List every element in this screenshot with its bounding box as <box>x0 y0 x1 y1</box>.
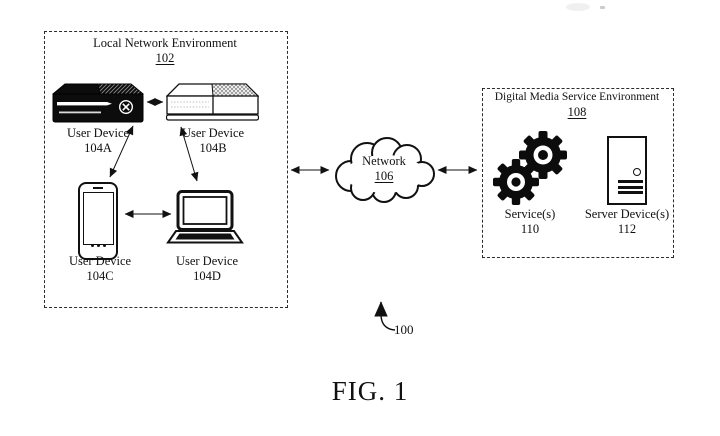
device-label-text: User Device <box>66 126 130 140</box>
scan-artifact <box>566 3 590 11</box>
device-ref-text: 104A <box>84 140 112 155</box>
smartphone-icon <box>78 182 118 260</box>
laptop-icon <box>166 190 244 244</box>
phone-buttons <box>80 237 116 255</box>
device-ref-text: 104C <box>86 268 114 283</box>
device-label-104d: User Device 104D <box>161 254 253 283</box>
device-label-104c: User Device 104C <box>54 254 146 283</box>
local-network-environment-box <box>44 31 288 308</box>
service-env-title: Digital Media Service Environment <box>494 91 660 103</box>
service-ref-text: 110 <box>520 221 540 236</box>
scan-artifact <box>600 6 605 9</box>
server-label-text: Server Device(s) <box>584 207 670 221</box>
arrow-ref-100 <box>374 301 396 331</box>
digital-media-service-environment-box <box>482 88 674 258</box>
device-label-text: User Device <box>68 254 132 268</box>
device-label-104a: User Device 104A <box>52 126 144 155</box>
local-env-header: Local Network Environment 102 <box>46 36 284 66</box>
server-vent <box>618 185 643 189</box>
system-ref-label: 100 <box>394 322 414 337</box>
server-vent <box>618 180 643 183</box>
device-label-104b: User Device 104B <box>167 126 259 155</box>
service-label-text: Service(s) <box>504 207 556 221</box>
server-led <box>633 168 641 176</box>
network-ref-text: 106 <box>374 169 394 183</box>
device-label-text: User Device <box>175 254 239 268</box>
server-label: Server Device(s) 112 <box>566 207 688 236</box>
figure-caption: FIG. 1 <box>331 376 409 406</box>
local-env-ref: 102 <box>155 51 175 65</box>
set-top-box-icon <box>166 83 259 121</box>
game-console-icon <box>52 83 144 123</box>
service-env-ref: 108 <box>567 105 587 119</box>
device-ref-text: 104B <box>199 140 227 155</box>
server-icon <box>607 136 647 205</box>
service-env-header: Digital Media Service Environment 108 <box>483 90 671 120</box>
gears-icon <box>493 131 567 205</box>
network-label-text: Network <box>362 154 406 168</box>
device-ref-text: 104D <box>193 268 221 283</box>
local-env-title: Local Network Environment <box>93 36 237 50</box>
server-ref-text: 112 <box>617 221 637 236</box>
network-label: Network 106 <box>327 154 441 184</box>
server-vent <box>618 191 643 194</box>
device-label-text: User Device <box>181 126 245 140</box>
phone-speaker <box>93 187 103 189</box>
service-label: Service(s) 110 <box>480 207 580 236</box>
network-cloud-icon <box>335 137 435 203</box>
